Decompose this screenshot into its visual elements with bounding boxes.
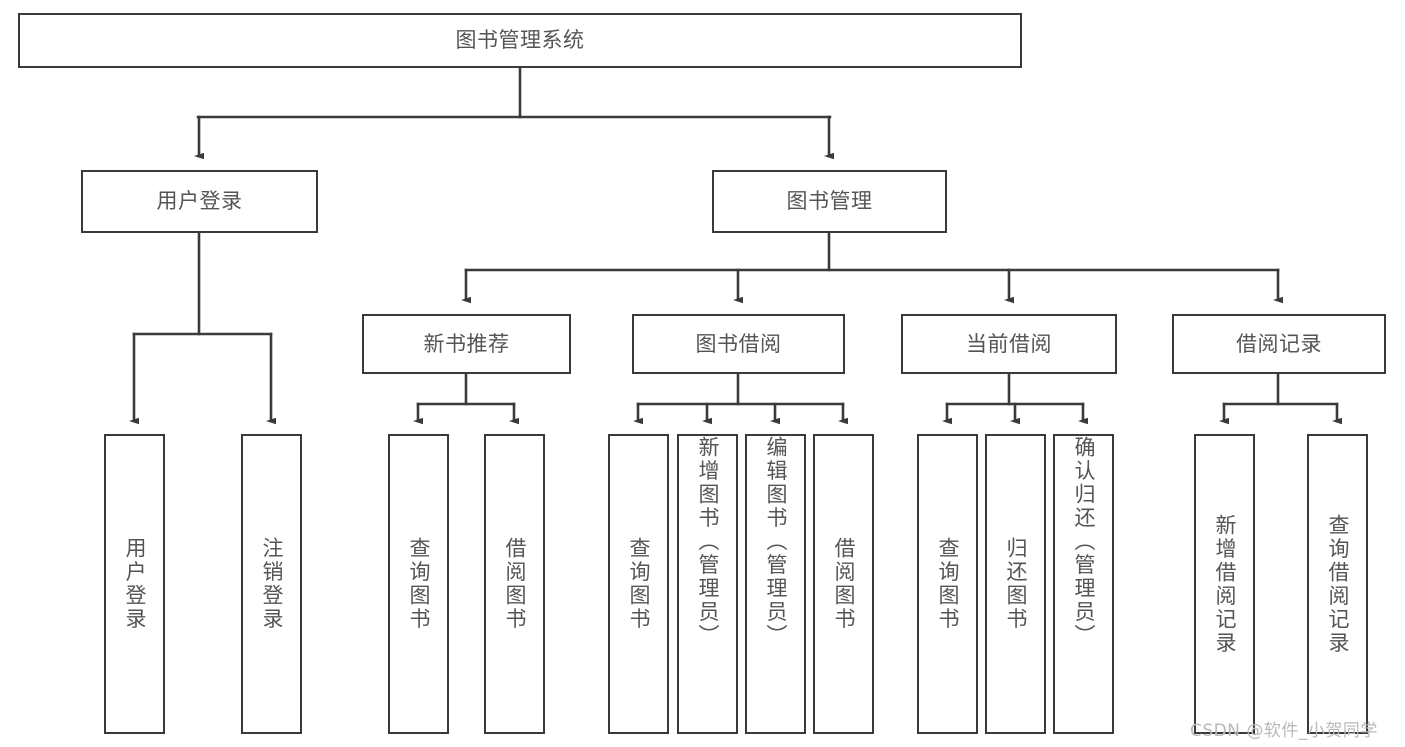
node-label: 用户登录 bbox=[156, 189, 243, 214]
node-leaf-query-book-current[interactable]: 查询图书 bbox=[917, 434, 978, 734]
node-label: 借阅记录 bbox=[1236, 331, 1322, 356]
node-book-borrow[interactable]: 图书借阅 bbox=[632, 314, 845, 374]
node-label: 查询借阅记录 bbox=[1326, 513, 1350, 655]
node-label: 注销登录 bbox=[260, 537, 284, 631]
node-label: 编辑图书（管理员） bbox=[764, 436, 788, 648]
node-label: 确认归还（管理员） bbox=[1072, 436, 1096, 648]
node-leaf-return-book[interactable]: 归还图书 bbox=[985, 434, 1046, 734]
node-label: 用户登录 bbox=[123, 537, 147, 631]
node-new-book-recommend[interactable]: 新书推荐 bbox=[362, 314, 571, 374]
node-label: 借阅图书 bbox=[832, 537, 856, 631]
node-label: 借阅图书 bbox=[503, 537, 527, 631]
node-leaf-query-borrow-record[interactable]: 查询借阅记录 bbox=[1307, 434, 1368, 734]
node-current-borrow[interactable]: 当前借阅 bbox=[901, 314, 1117, 374]
node-borrow-record[interactable]: 借阅记录 bbox=[1172, 314, 1386, 374]
node-label: 图书管理系统 bbox=[455, 28, 585, 53]
node-leaf-borrow-book-recommend[interactable]: 借阅图书 bbox=[484, 434, 545, 734]
node-label: 当前借阅 bbox=[966, 331, 1052, 356]
node-leaf-query-book-borrow[interactable]: 查询图书 bbox=[608, 434, 669, 734]
node-leaf-add-book-admin[interactable]: 新增图书（管理员） bbox=[677, 434, 738, 734]
node-label: 查询图书 bbox=[407, 537, 431, 631]
node-label: 新增借阅记录 bbox=[1213, 513, 1237, 655]
node-label: 图书管理 bbox=[786, 189, 873, 214]
node-label: 归还图书 bbox=[1004, 537, 1028, 631]
node-leaf-user-login[interactable]: 用户登录 bbox=[104, 434, 165, 734]
node-leaf-borrow-book[interactable]: 借阅图书 bbox=[813, 434, 874, 734]
node-leaf-edit-book-admin[interactable]: 编辑图书（管理员） bbox=[745, 434, 806, 734]
node-leaf-logout[interactable]: 注销登录 bbox=[241, 434, 302, 734]
node-root-book-management-system[interactable]: 图书管理系统 bbox=[18, 13, 1022, 68]
node-label: 新书推荐 bbox=[423, 331, 510, 356]
node-leaf-add-borrow-record[interactable]: 新增借阅记录 bbox=[1194, 434, 1255, 734]
node-leaf-confirm-return-admin[interactable]: 确认归还（管理员） bbox=[1053, 434, 1114, 734]
node-user-login[interactable]: 用户登录 bbox=[81, 170, 318, 233]
node-label: 新增图书（管理员） bbox=[696, 436, 720, 648]
node-label: 查询图书 bbox=[936, 537, 960, 631]
node-leaf-query-book-recommend[interactable]: 查询图书 bbox=[388, 434, 449, 734]
node-label: 图书借阅 bbox=[695, 331, 782, 356]
node-label: 查询图书 bbox=[627, 537, 651, 631]
node-book-management[interactable]: 图书管理 bbox=[712, 170, 947, 233]
